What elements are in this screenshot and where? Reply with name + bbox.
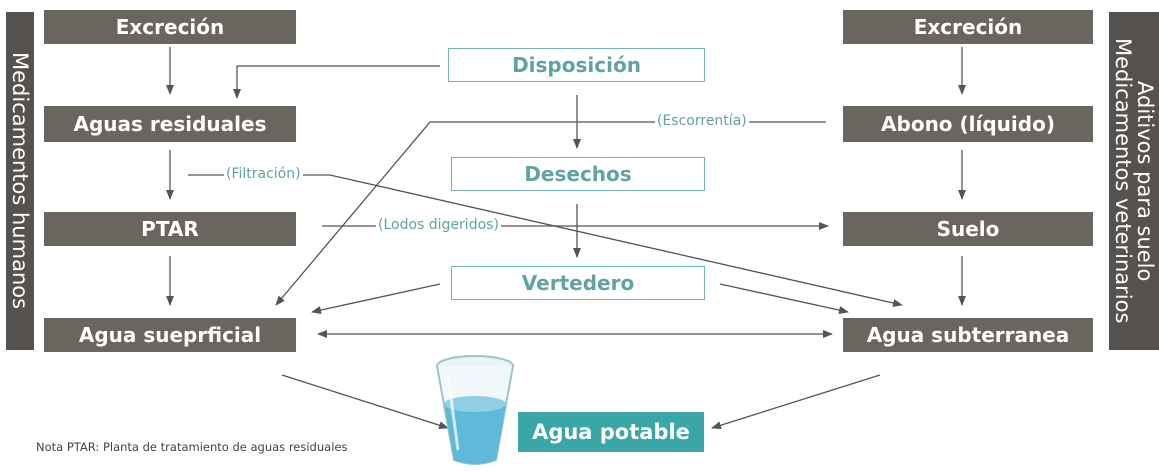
box-ptar: PTAR: [44, 212, 296, 246]
box-desechos: Desechos: [451, 157, 705, 191]
side-bar-veterinarios: Aditivos para suelo Medicamentos veterin…: [1109, 12, 1159, 350]
box-excrecion-right: Excreción: [843, 10, 1093, 44]
label-escorrentia: (Escorrentía): [655, 113, 749, 129]
side-bar-label: Medicamentos humanos: [8, 52, 32, 310]
side-bar-medicamentos-humanos: Medicamentos humanos: [6, 12, 34, 350]
box-agua-potable: Agua potable: [518, 412, 704, 452]
footnote: Nota PTAR: Planta de tratamiento de agua…: [36, 440, 348, 454]
box-suelo: Suelo: [843, 212, 1093, 246]
side-bar-line-2: Medicamentos veterinarios: [1111, 38, 1135, 324]
label-filtracion: (Filtración): [224, 166, 303, 182]
box-vertedero: Vertedero: [451, 266, 705, 300]
box-abono: Abono (líquido): [843, 106, 1093, 142]
box-agua-subterranea: Agua subterranea: [843, 318, 1093, 352]
box-excrecion-left: Excreción: [44, 10, 296, 44]
side-bar-label: Aditivos para suelo Medicamentos veterin…: [1111, 38, 1157, 324]
arrow-superficial-to-potable: [281, 374, 449, 430]
arrow-subterranea-to-potable: [711, 374, 881, 430]
glass-of-water-icon: [436, 355, 514, 465]
box-agua-superficial: Agua sueprficial: [44, 318, 296, 352]
arrow-vertedero-to-superficial: [311, 283, 441, 314]
arrow-disposicion-to-aguas-residuales: [233, 65, 440, 99]
side-bar-line-1: Aditivos para suelo: [1133, 80, 1157, 282]
arrow-vertedero-to-subterranea: [719, 283, 849, 314]
label-lodos-digeridos: (Lodos digeridos): [376, 217, 501, 233]
box-disposicion: Disposición: [448, 48, 705, 82]
box-aguas-residuales: Aguas residuales: [44, 106, 296, 142]
